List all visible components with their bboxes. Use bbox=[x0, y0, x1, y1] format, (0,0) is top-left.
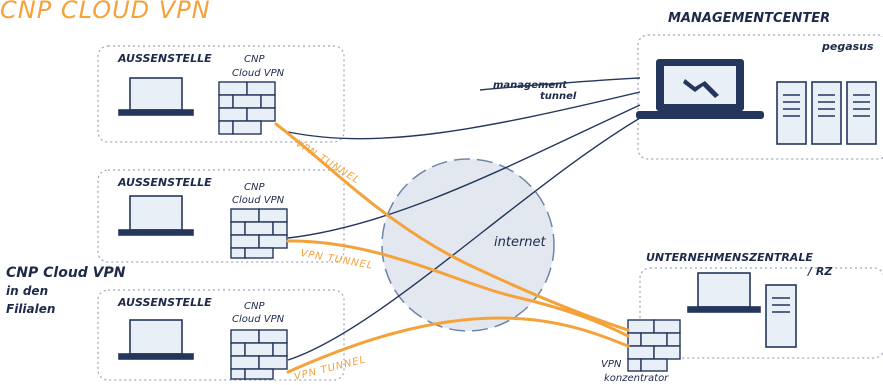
branch-3-laptop-icon bbox=[118, 319, 194, 360]
management-center-title: MANAGEMENTCENTER bbox=[668, 11, 830, 26]
vpn-tunnel-3 bbox=[286, 316, 630, 374]
branch-2-laptop-icon bbox=[118, 195, 194, 236]
management-tunnel-label-2: tunnel bbox=[540, 91, 577, 102]
branch-3-label: AUSSENSTELLE bbox=[117, 296, 212, 309]
vpn-tunnel-label-3: VPN TUNNEL bbox=[293, 354, 367, 383]
vpn-tunnel-label-2: VPN TUNNEL bbox=[299, 248, 374, 272]
branch-2-fw-label-1: CNP bbox=[244, 182, 265, 193]
hq-box bbox=[639, 267, 883, 359]
branch-3-fw-label-1: CNP bbox=[244, 301, 265, 312]
branch-2-label: AUSSENSTELLE bbox=[117, 176, 212, 189]
branch-2-firewall-icon bbox=[230, 208, 288, 259]
mgmt-line-1 bbox=[287, 91, 641, 140]
vpn-tunnel-2 bbox=[286, 239, 630, 338]
branch-1-label: AUSSENSTELLE bbox=[117, 52, 212, 65]
branch-3: AUSSENSTELLE CNP Cloud VPN bbox=[97, 289, 345, 381]
branch-2: AUSSENSTELLE CNP Cloud VPN bbox=[97, 169, 345, 263]
branch-1-fw-label-1: CNP bbox=[244, 54, 265, 65]
left-caption-line-1: CNP Cloud VPN bbox=[6, 265, 126, 281]
concentrator-label-1: VPN bbox=[601, 359, 622, 370]
mgmt-line-3 bbox=[287, 117, 641, 361]
branch-1-laptop-icon bbox=[118, 77, 194, 116]
management-center-box bbox=[637, 34, 883, 160]
branch-2-fw-label-2: Cloud VPN bbox=[232, 195, 285, 206]
branch-1-fw-label-2: Cloud VPN bbox=[232, 68, 285, 79]
vpn-concentrator-firewall-icon bbox=[627, 319, 681, 372]
mgmt-line-4 bbox=[479, 77, 641, 91]
branch-1-firewall-icon bbox=[218, 81, 276, 135]
concentrator-label-2: konzentrator bbox=[604, 373, 669, 384]
server-rack-icon bbox=[776, 81, 877, 145]
branch-1: AUSSENSTELLE CNP Cloud VPN bbox=[97, 45, 345, 143]
hq-title: UNTERNEHMENSZENTRALE bbox=[646, 251, 813, 264]
left-caption-line-2: in den bbox=[6, 284, 48, 298]
branch-3-fw-label-2: Cloud VPN bbox=[232, 314, 285, 325]
management-monitor-icon bbox=[636, 59, 764, 119]
hq-subtitle: / RZ bbox=[806, 265, 833, 278]
branch-3-firewall-icon bbox=[230, 329, 288, 380]
left-caption-line-3: Filialen bbox=[6, 302, 55, 316]
management-center-subtitle: pegasus bbox=[821, 40, 874, 53]
hq-laptop-icon bbox=[687, 272, 761, 313]
internet-label: internet bbox=[494, 235, 547, 250]
diagram-title: CNP CLOUD VPN bbox=[0, 0, 211, 24]
vpn-tunnel-1 bbox=[274, 122, 630, 332]
vpn-tunnel-label-1: VPN TUNNEL bbox=[293, 138, 361, 186]
mgmt-line-2 bbox=[287, 104, 641, 239]
hq-server-icon bbox=[765, 284, 797, 348]
